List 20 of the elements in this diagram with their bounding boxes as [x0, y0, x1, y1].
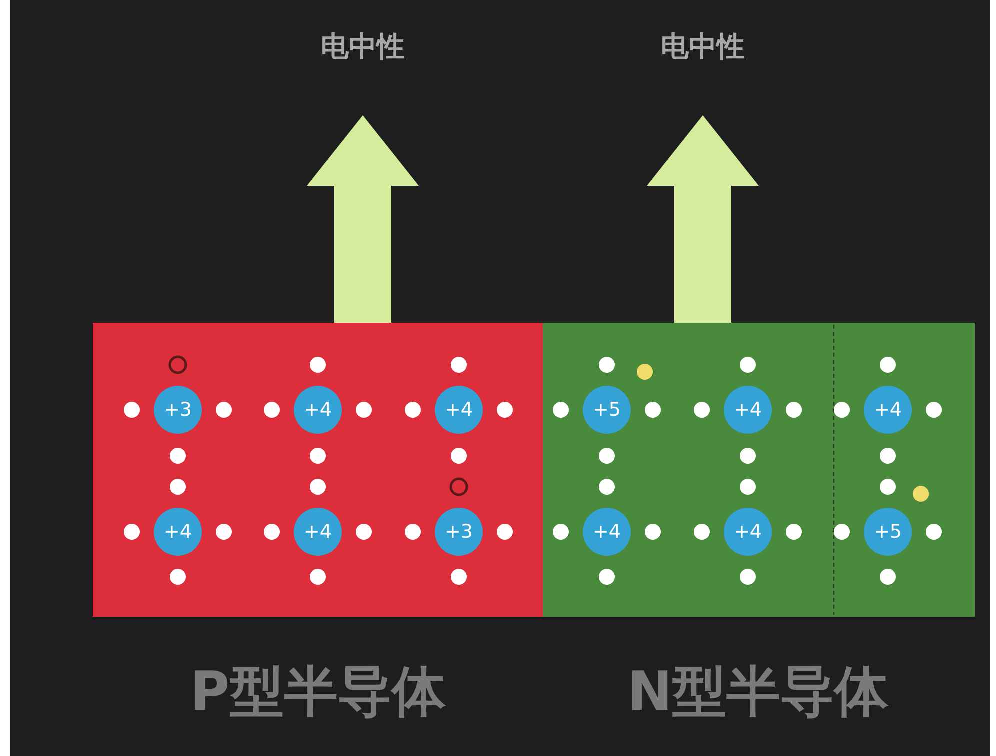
ion-circle: +4 [435, 386, 483, 434]
label-text: 电中性 [321, 28, 405, 66]
ion-circle: +3 [435, 508, 483, 556]
block-arrow [307, 116, 419, 323]
ion-circle: +4 [154, 508, 202, 556]
ion-circle: +3 [154, 386, 202, 434]
ion-circle: +4 [724, 508, 772, 556]
ion-circle: +4 [583, 508, 631, 556]
ion-circle: +4 [724, 386, 772, 434]
ion-circle: +4 [294, 508, 342, 556]
ion-circle: +5 [864, 508, 912, 556]
semiconductor-block [543, 323, 975, 617]
block-heading: P型半导体 [189, 659, 448, 725]
ion-circle: +4 [864, 386, 912, 434]
ion-circle: +4 [294, 386, 342, 434]
ion-circle: +5 [583, 386, 631, 434]
block-heading: N型半导体 [626, 659, 890, 725]
block-arrow [647, 116, 759, 323]
semiconductor-block [93, 323, 543, 617]
label-text: 电中性 [661, 28, 745, 66]
